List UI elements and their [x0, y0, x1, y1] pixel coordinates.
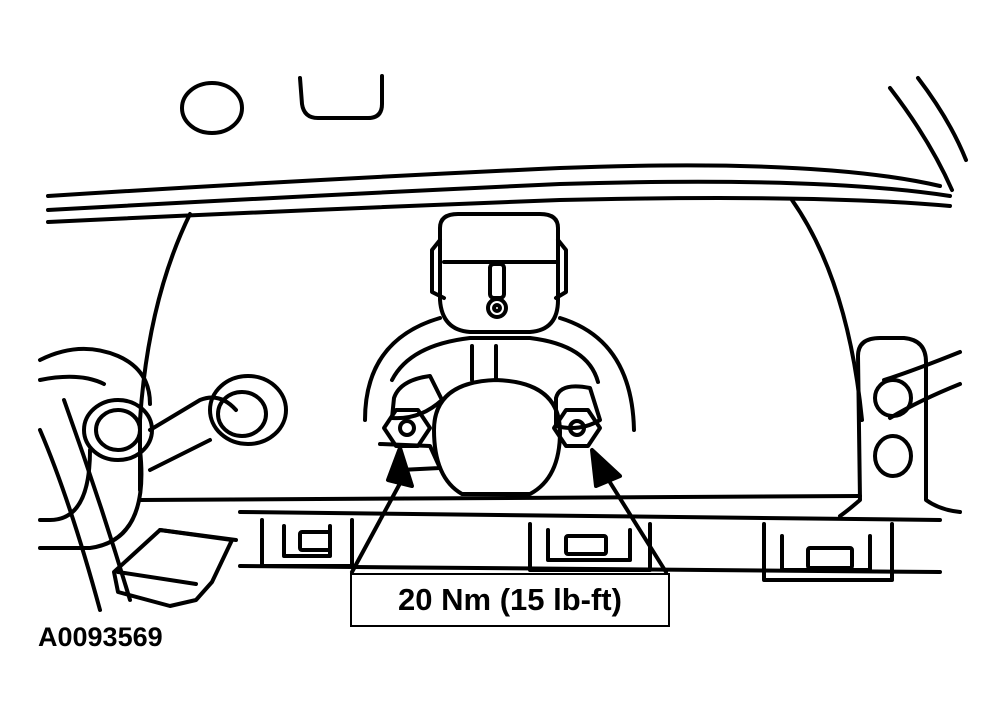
- right-bracket: [856, 336, 962, 514]
- dome-outline: [138, 212, 192, 492]
- left-hose-fitting-inner: [94, 408, 142, 452]
- left-hose-loop-2: [38, 448, 144, 550]
- left-nut: [382, 408, 432, 448]
- clip-rail: [238, 510, 942, 522]
- figure-id: A0093569: [38, 622, 163, 652]
- dome-outline-right: [790, 198, 864, 422]
- left-vertical-line: [38, 428, 102, 612]
- sensor-body: [432, 378, 562, 496]
- upper-body-line-2: [46, 179, 952, 212]
- right-bracket-left: [838, 354, 862, 518]
- left-mount-ear: [390, 374, 444, 421]
- left-hose-bend-2: [148, 438, 212, 472]
- clip-3: [762, 522, 894, 582]
- floor-line: [138, 494, 862, 502]
- torque-specification-callout: 20 Nm (15 lb-ft): [350, 573, 670, 627]
- right-nut-bore: [568, 419, 586, 437]
- upper-body-line-3: [46, 196, 952, 224]
- left-hose-bend: [148, 395, 238, 432]
- left-block-edge-2: [116, 570, 198, 586]
- adjust-screw-center: [492, 303, 502, 313]
- left-hose-loop: [38, 448, 92, 522]
- left-vertical-line-2: [62, 398, 132, 602]
- bracket-arc-right: [558, 316, 636, 432]
- left-hose-lower: [38, 374, 106, 386]
- sensor-housing: [438, 212, 560, 334]
- upper-body-line-4: [888, 86, 954, 192]
- right-mount-ear: [554, 384, 602, 430]
- left-leader-arrow: [350, 446, 414, 574]
- sensor-housing-side-right: [554, 238, 568, 300]
- right-nut: [552, 408, 602, 448]
- sensor-housing-side: [430, 238, 446, 300]
- upper-oval-hole: [180, 81, 244, 135]
- adjust-slot: [488, 262, 506, 300]
- right-leader-arrow: [590, 448, 668, 574]
- right-hose-2: [888, 382, 962, 420]
- adjust-screw: [486, 297, 508, 319]
- left-grommet: [208, 374, 288, 446]
- left-block-edge: [158, 528, 238, 542]
- left-hose: [38, 346, 152, 406]
- left-grommet-inner: [216, 390, 268, 438]
- right-lower-hole: [873, 434, 913, 478]
- torque-label: 20 Nm (15 lb-ft): [398, 582, 622, 617]
- upper-tab: [298, 74, 384, 120]
- left-nut-bore: [398, 419, 416, 437]
- clip-2: [528, 522, 652, 572]
- clip-1: [260, 518, 354, 568]
- right-hose: [882, 350, 962, 382]
- bracket-arc: [363, 316, 442, 422]
- bracket-arc-inner: [390, 336, 600, 384]
- left-block: [112, 528, 234, 608]
- upper-body-line: [46, 163, 942, 198]
- upper-body-line-5: [916, 76, 968, 162]
